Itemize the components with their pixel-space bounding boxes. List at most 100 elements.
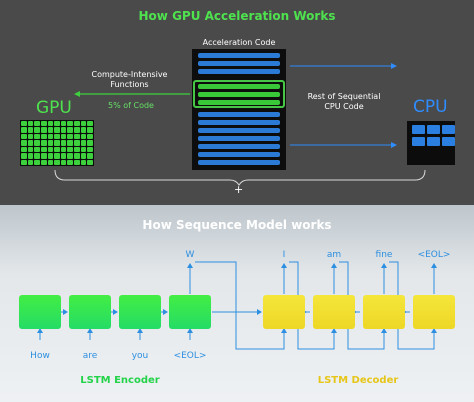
cpu-chip <box>407 121 455 165</box>
cpu-core <box>442 125 455 134</box>
gpu-core <box>40 140 47 146</box>
rest-sequential-label: Rest of Sequential CPU Code <box>307 92 381 111</box>
gpu-core <box>80 159 87 165</box>
encoder-cell-2 <box>69 295 111 329</box>
gpu-core <box>60 153 67 159</box>
gpu-core <box>21 153 27 159</box>
gpu-core <box>80 133 87 140</box>
gpu-core <box>87 159 93 165</box>
gpu-core <box>54 153 60 159</box>
gpu-cores-grid <box>20 120 94 166</box>
accelerated-code-block <box>198 84 280 89</box>
sequential-code-block <box>198 152 280 157</box>
cpu-core <box>442 137 455 146</box>
gpu-core <box>54 121 60 127</box>
cpu-arrow-top-head <box>391 63 397 69</box>
gpu-core <box>80 140 87 146</box>
gpu-core <box>54 127 60 133</box>
gpu-core <box>60 159 67 165</box>
gpu-offload-arrowhead <box>74 91 80 97</box>
compute-intensive-label: Compute-Intensive Functions <box>91 70 168 89</box>
plus-sign: + <box>234 183 244 196</box>
gpu-core <box>34 153 40 159</box>
decoder-label: LSTM Decoder <box>317 375 399 386</box>
gpu-core <box>40 159 47 165</box>
gpu-core <box>54 133 60 140</box>
encoder-input-word: you <box>131 351 149 361</box>
sequential-code-block <box>198 120 280 125</box>
gpu-core <box>54 140 60 146</box>
gpu-core <box>67 153 74 159</box>
gpu-label: GPU <box>36 98 72 118</box>
gpu-core <box>87 140 93 146</box>
gpu-core <box>21 121 27 127</box>
gpu-core <box>60 121 67 127</box>
gpu-core <box>54 146 60 153</box>
gpu-core <box>34 140 40 146</box>
accelerated-code-block <box>198 92 280 97</box>
gpu-core <box>67 146 74 153</box>
gpu-core <box>27 146 34 153</box>
gpu-core <box>87 121 93 127</box>
sequential-code-block <box>198 128 280 133</box>
gpu-core <box>54 159 60 165</box>
gpu-core <box>40 133 47 140</box>
decoder-cell-3 <box>363 295 405 329</box>
encoder-input-word: <EOL> <box>173 351 207 361</box>
decoder-output-word: am <box>326 250 342 260</box>
gpu-core <box>67 159 74 165</box>
five-percent-label: 5% of Code <box>108 101 154 110</box>
gpu-core <box>21 133 27 140</box>
gpu-core <box>74 140 80 146</box>
gpu-core <box>27 140 34 146</box>
gpu-core <box>21 146 27 153</box>
sequential-code-block <box>198 144 280 149</box>
gpu-core <box>74 153 80 159</box>
gpu-core <box>27 127 34 133</box>
gpu-core <box>67 121 74 127</box>
gpu-core <box>40 146 47 153</box>
gpu-core <box>74 159 80 165</box>
sequence-section-title: How Sequence Model works <box>142 218 332 232</box>
gpu-core <box>21 159 27 165</box>
sequential-code-block <box>198 69 280 74</box>
gpu-core <box>67 133 74 140</box>
gpu-core <box>47 159 54 165</box>
encoder-cell-3 <box>119 295 161 329</box>
encoder-label: LSTM Encoder <box>80 375 160 386</box>
decoder-output-word: fine <box>375 250 393 260</box>
gpu-core <box>40 121 47 127</box>
gpu-core <box>80 121 87 127</box>
gpu-core <box>40 127 47 133</box>
combine-brace <box>54 169 426 186</box>
sequential-code-block <box>198 61 280 66</box>
decoder-cell-4 <box>413 295 455 329</box>
cpu-core <box>427 125 440 134</box>
gpu-core <box>87 133 93 140</box>
accelerated-code-highlight <box>193 80 285 108</box>
decoder-output-word: I <box>282 250 286 260</box>
gpu-core <box>47 133 54 140</box>
gpu-core <box>40 153 47 159</box>
gpu-core <box>60 133 67 140</box>
gpu-core <box>21 140 27 146</box>
gpu-core <box>34 121 40 127</box>
gpu-core <box>74 127 80 133</box>
decoder-cell-2 <box>313 295 355 329</box>
gpu-core <box>27 153 34 159</box>
gpu-core <box>67 140 74 146</box>
gpu-core <box>27 121 34 127</box>
gpu-core <box>80 153 87 159</box>
decoder-output-word: W <box>185 250 195 260</box>
cpu-label: CPU <box>413 97 448 117</box>
gpu-core <box>34 146 40 153</box>
sequential-code-block <box>198 160 280 165</box>
gpu-core <box>47 153 54 159</box>
gpu-core <box>74 146 80 153</box>
cpu-arrow-bottom-head <box>391 142 397 148</box>
gpu-core <box>34 159 40 165</box>
gpu-core <box>74 133 80 140</box>
